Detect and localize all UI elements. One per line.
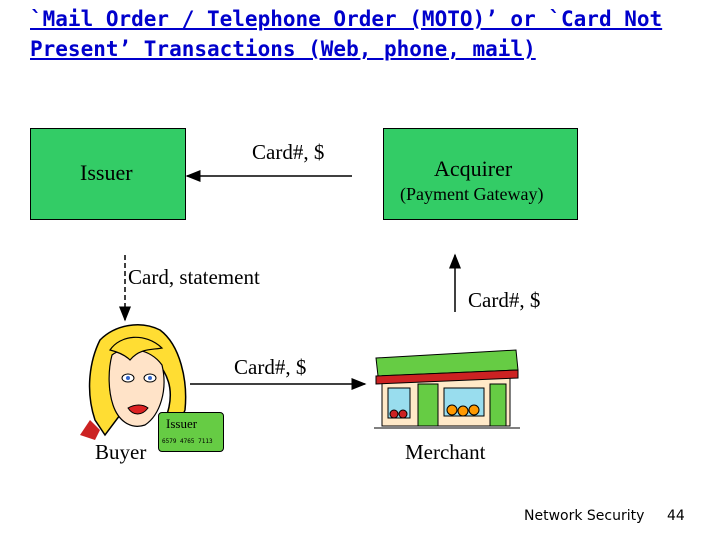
card-issuer-label: Issuer (166, 416, 198, 431)
flow-label-merchant-acquirer: Card#, $ (468, 288, 541, 312)
merchant-illustration (374, 349, 520, 429)
acquirer-label: Acquirer (434, 156, 513, 181)
card-number: 6579 4765 7113 (162, 438, 213, 445)
buyer-illustration (80, 324, 187, 440)
issuer-box (30, 128, 186, 220)
flow-label-buyer-merchant: Card#, $ (234, 355, 307, 379)
footer-course: Network Security (524, 508, 645, 524)
acquirer-box (383, 128, 578, 220)
flow-label-acquirer-issuer: Card#, $ (252, 140, 325, 164)
credit-card (158, 412, 224, 452)
gateway-label: (Payment Gateway) (400, 184, 544, 204)
buyer-label: Buyer (95, 440, 147, 464)
issuer-label: Issuer (80, 160, 133, 185)
merchant-label: Merchant (405, 440, 486, 464)
slide-title: `Mail Order / Telephone Order (MOTO)’ or… (30, 7, 663, 61)
footer-page-number: 44 (667, 508, 685, 524)
flow-label-issuer-buyer: Card, statement (128, 265, 260, 289)
